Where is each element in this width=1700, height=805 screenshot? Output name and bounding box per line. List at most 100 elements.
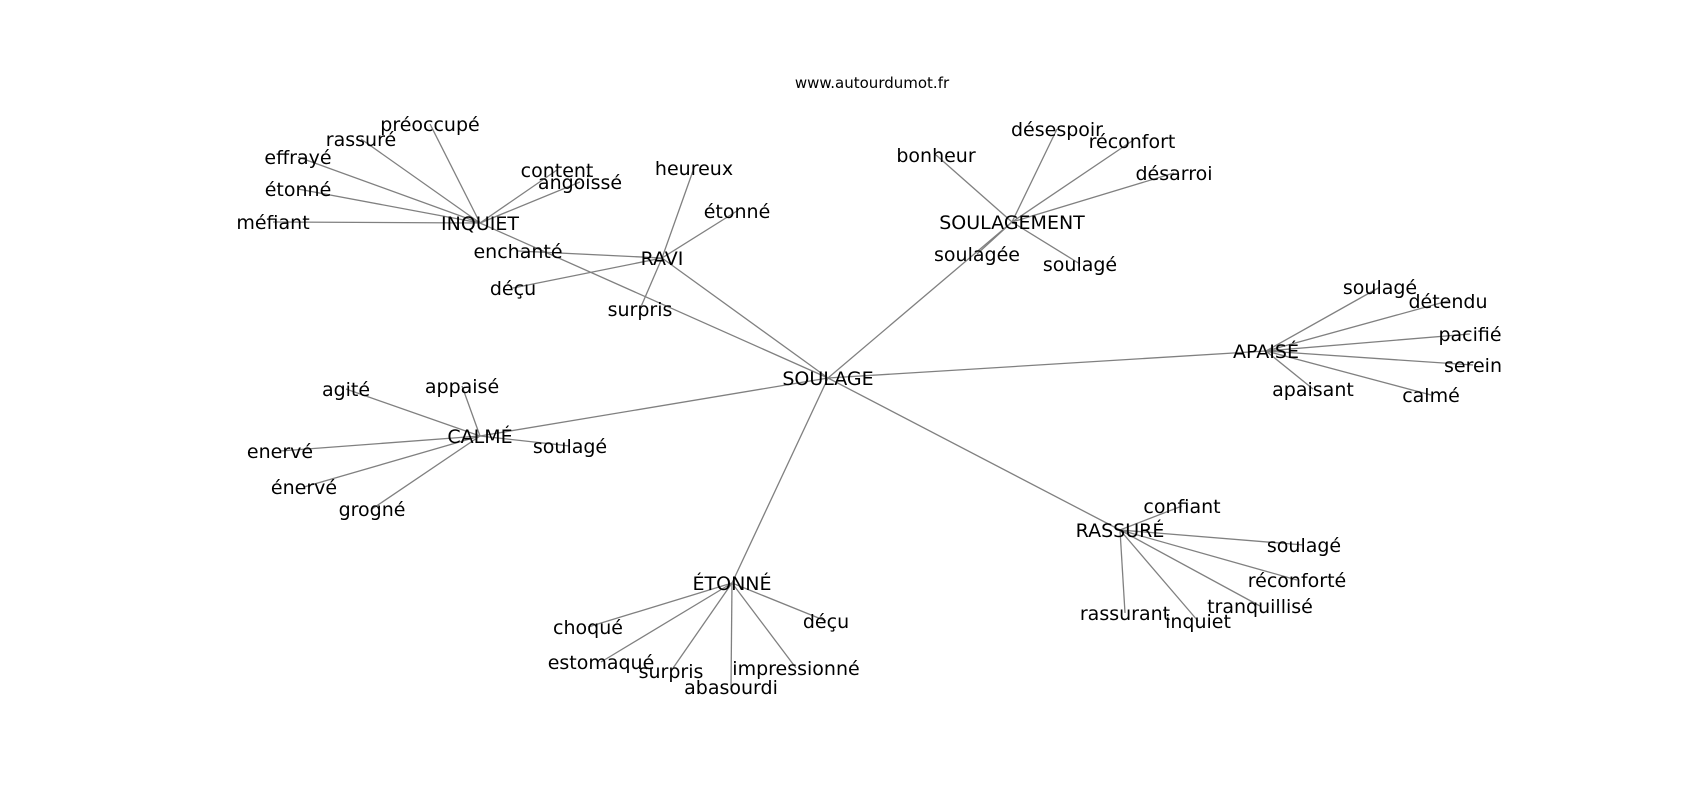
leaf-word[interactable]: serein — [1444, 355, 1502, 377]
leaf-word[interactable]: confiant — [1143, 496, 1220, 518]
leaf-edge — [935, 154, 1013, 223]
leaf-word[interactable]: rassurant — [1080, 603, 1170, 625]
leaf-word[interactable]: grogné — [339, 499, 406, 521]
center-edge — [827, 377, 1121, 531]
leaf-word[interactable]: détendu — [1408, 291, 1487, 313]
leaf-edge — [600, 582, 733, 663]
hub-word[interactable]: INQUIET — [441, 213, 519, 235]
leaf-edge — [479, 169, 558, 224]
center-edge — [479, 377, 829, 437]
leaf-word[interactable]: impressionné — [732, 658, 859, 680]
leaf-edge — [639, 257, 663, 310]
leaf-word[interactable]: content — [521, 160, 594, 182]
hub-word[interactable]: CALMÉ — [447, 425, 512, 448]
leaf-edge — [272, 221, 481, 224]
hub-word[interactable]: RAVI — [641, 248, 684, 270]
leaf-word[interactable]: soulagée — [934, 244, 1020, 266]
hub-word[interactable]: SOULAGEMENT — [939, 212, 1085, 234]
leaf-edge — [731, 582, 797, 669]
leaf-word[interactable]: soulagé — [1343, 277, 1417, 299]
leaf-word[interactable]: désarroi — [1135, 163, 1212, 185]
leaf-edge — [1265, 300, 1449, 352]
leaf-edge — [297, 188, 481, 224]
leaf-edge — [731, 582, 827, 622]
leaf-edge — [429, 123, 481, 224]
leaf-edge — [1011, 221, 1081, 265]
center-edge — [731, 377, 829, 584]
leaf-edge — [303, 435, 481, 488]
leaf-edge — [479, 181, 581, 224]
leaf-word[interactable]: pacifié — [1438, 324, 1501, 346]
leaf-edge — [517, 250, 663, 259]
center-edge — [827, 350, 1267, 379]
leaf-word[interactable]: soulagé — [1267, 535, 1341, 557]
leaf-edge — [371, 435, 481, 510]
leaf-word[interactable]: effrayé — [264, 147, 331, 169]
leaf-word[interactable]: surpris — [608, 299, 673, 321]
leaf-edge — [1011, 140, 1133, 223]
leaf-word[interactable]: étonné — [265, 179, 332, 201]
leaf-edge — [1011, 128, 1058, 223]
leaf-word[interactable]: enervé — [247, 441, 313, 463]
center-edge — [827, 221, 1013, 379]
leaf-word[interactable]: soulagé — [533, 436, 607, 458]
leaf-word[interactable]: désespoir — [1011, 119, 1103, 141]
leaf-word[interactable]: réconforté — [1248, 570, 1346, 592]
leaf-word[interactable]: calmé — [1402, 385, 1460, 407]
center-edge — [479, 222, 829, 379]
leaf-word[interactable]: méfiant — [236, 212, 309, 234]
leaf-edge — [661, 210, 738, 259]
hub-word[interactable]: APAISÉ — [1233, 340, 1299, 363]
leaf-edge — [1011, 172, 1175, 223]
leaf-edge — [360, 138, 481, 224]
leaf-word[interactable]: tranquillisé — [1207, 596, 1313, 618]
leaf-word[interactable]: préoccupé — [380, 114, 479, 136]
leaf-word[interactable]: surpris — [639, 661, 704, 683]
leaf-edge — [730, 582, 733, 688]
leaf-edge — [479, 435, 571, 447]
leaf-edge — [661, 167, 695, 259]
leaf-word[interactable]: appaisé — [425, 376, 499, 398]
leaf-edge — [1119, 529, 1305, 546]
leaf-word[interactable]: réconfort — [1089, 131, 1176, 153]
center-edge — [661, 257, 829, 379]
leaf-word[interactable]: déçu — [803, 611, 849, 633]
leaf-edge — [1265, 350, 1432, 396]
leaf-word[interactable]: heureux — [655, 158, 733, 180]
leaf-edge — [1119, 529, 1126, 614]
leaf-word[interactable]: énervé — [271, 477, 337, 499]
leaf-word[interactable]: bonheur — [896, 145, 976, 167]
leaf-word[interactable]: rassuré — [326, 129, 396, 151]
leaf-word[interactable]: abasourdi — [684, 677, 778, 699]
site-url-label: www.autourdumot.fr — [795, 74, 950, 92]
leaf-word[interactable]: estomaqué — [548, 652, 655, 674]
leaf-word[interactable]: agité — [322, 379, 370, 401]
leaf-word[interactable]: inquiet — [1165, 611, 1231, 633]
leaf-edge — [1119, 529, 1199, 622]
leaf-edge — [670, 582, 733, 672]
center-word[interactable]: SOULAGE — [782, 368, 873, 390]
leaf-word[interactable]: choqué — [553, 617, 623, 639]
leaf-word[interactable]: étonné — [704, 201, 771, 223]
leaf-word[interactable]: déçu — [490, 278, 536, 300]
leaf-edge — [587, 582, 733, 628]
leaf-edge — [976, 221, 1013, 255]
leaf-word[interactable]: apaisant — [1272, 379, 1354, 401]
leaf-edge — [512, 257, 663, 289]
leaf-edge — [1119, 505, 1183, 531]
leaf-edge — [297, 156, 481, 224]
hub-word[interactable]: RASSURÉ — [1076, 519, 1165, 542]
leaf-edge — [1119, 529, 1261, 607]
leaf-edge — [1265, 350, 1314, 390]
leaf-edge — [279, 435, 481, 452]
leaf-word[interactable]: enchanté — [473, 241, 562, 263]
hub-word[interactable]: ÉTONNÉ — [693, 572, 772, 595]
graph-edges — [272, 123, 1474, 688]
leaf-word[interactable]: angoissé — [538, 172, 622, 194]
leaf-edge — [1265, 350, 1474, 366]
leaf-word[interactable]: soulagé — [1043, 254, 1117, 276]
leaf-edge — [1265, 333, 1471, 352]
